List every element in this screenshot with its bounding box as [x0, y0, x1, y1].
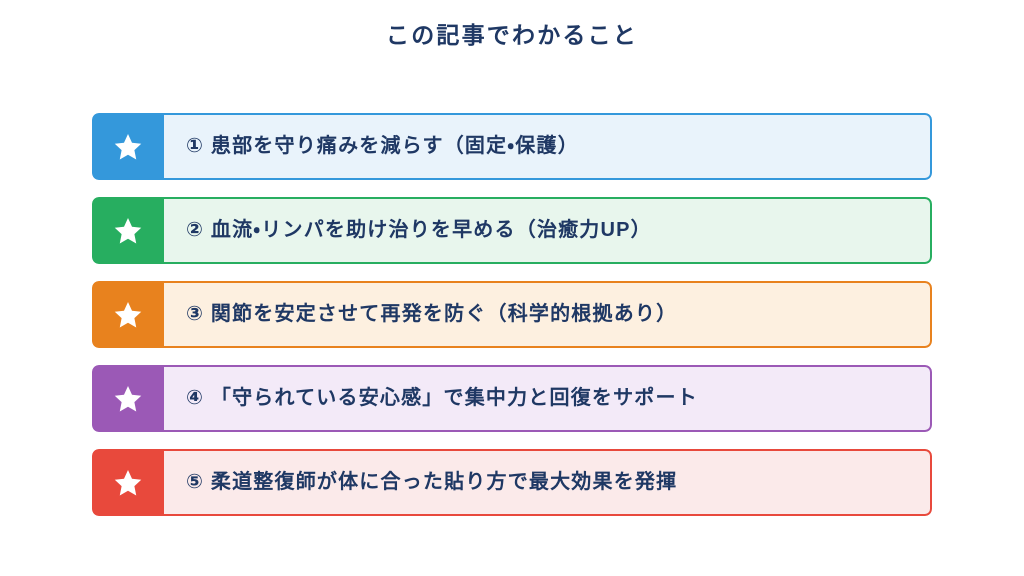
list-item[interactable]: ② 血流・リンパを助け治りを早める（治癒力UP）	[92, 197, 932, 264]
star-icon	[114, 385, 142, 411]
list-item[interactable]: ③ 関節を安定させて再発を防ぐ（科学的根拠あり）	[92, 281, 932, 348]
star-badge	[92, 113, 164, 180]
star-badge	[92, 197, 164, 264]
star-badge	[92, 365, 164, 432]
star-badge	[92, 281, 164, 348]
list-item-label: ① 患部を守り痛みを減らす（固定・保護）	[186, 135, 579, 157]
list-item[interactable]: ⑤ 柔道整復師が体に合った貼り方で最大効果を発揮	[92, 449, 932, 516]
star-icon	[114, 217, 142, 243]
list-item-body: ④ 「守られている安心感」で集中力と回復をサポート	[164, 365, 932, 432]
star-badge	[92, 449, 164, 516]
list-item-label: ④ 「守られている安心感」で集中力と回復をサポート	[186, 387, 698, 409]
list-item-body: ② 血流・リンパを助け治りを早める（治癒力UP）	[164, 197, 932, 264]
list-item-label: ⑤ 柔道整復師が体に合った貼り方で最大効果を発揮	[186, 471, 678, 493]
list-item-body: ③ 関節を安定させて再発を防ぐ（科学的根拠あり）	[164, 281, 932, 348]
benefits-list: ① 患部を守り痛みを減らす（固定・保護） ② 血流・リンパを助け治りを早める（治…	[92, 113, 932, 516]
list-item-label: ③ 関節を安定させて再発を防ぐ（科学的根拠あり）	[186, 303, 678, 325]
page-title: この記事でわかること	[386, 22, 638, 48]
list-item-label: ② 血流・リンパを助け治りを早める（治癒力UP）	[186, 219, 652, 241]
star-icon	[114, 469, 142, 495]
star-icon	[114, 301, 142, 327]
list-item[interactable]: ① 患部を守り痛みを減らす（固定・保護）	[92, 113, 932, 180]
list-item-body: ① 患部を守り痛みを減らす（固定・保護）	[164, 113, 932, 180]
list-item-body: ⑤ 柔道整復師が体に合った貼り方で最大効果を発揮	[164, 449, 932, 516]
star-icon	[114, 133, 142, 159]
list-item[interactable]: ④ 「守られている安心感」で集中力と回復をサポート	[92, 365, 932, 432]
